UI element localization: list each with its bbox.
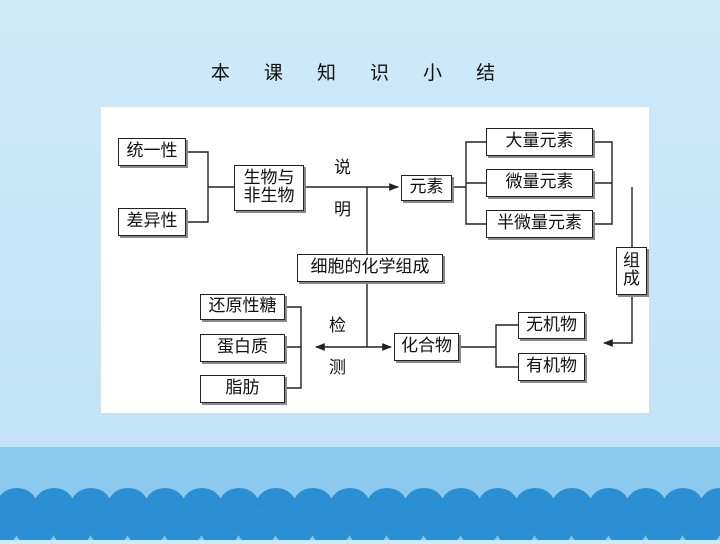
node-huanyuan: 还原性糖: [200, 294, 285, 320]
node-weiliang: 微量元素: [486, 169, 593, 197]
node-shengwu-line1: 生物与: [243, 168, 295, 189]
scallop-shape: [533, 512, 573, 544]
scallop-wave-decoration: [0, 488, 720, 544]
scallop-shape: [459, 512, 499, 544]
scallop-shape: [200, 512, 240, 544]
node-zucheng: 组 成: [616, 247, 647, 295]
node-zucheng-line2: 成: [623, 269, 640, 289]
scallop-shape: [385, 512, 425, 544]
label-shuo: 说: [334, 158, 351, 178]
node-shengwu-line2: 非生物: [243, 186, 295, 206]
node-youjiwu: 有机物: [518, 353, 585, 381]
label-ming: 明: [334, 200, 351, 220]
node-danbaizhi: 蛋白质: [200, 334, 285, 362]
node-huahewu: 化合物: [394, 333, 459, 361]
scallop-shape: [274, 512, 314, 544]
connector-detection: [285, 306, 302, 389]
decorative-footer: [0, 447, 720, 544]
connector-elements: [452, 141, 486, 225]
label-jian: 检: [329, 316, 346, 336]
concept-map-panel: 统一性 差异性 生物与 非生物 说 明 元素 大量元素 微量元素 半微量元素 组…: [101, 107, 649, 413]
scallop-shape: [348, 512, 388, 544]
scallop-shape: [52, 512, 92, 544]
scallop-shape: [0, 512, 18, 544]
scallop-shape: [496, 512, 536, 544]
node-zhifang: 脂肪: [200, 375, 285, 403]
connector-unity-diversity: [187, 151, 234, 223]
scallop-shape: [570, 512, 610, 544]
scallop-shape: [237, 512, 277, 544]
node-tongyixing: 统一性: [118, 138, 186, 166]
node-wujiwu: 无机物: [518, 312, 585, 339]
label-ce: 测: [329, 358, 346, 378]
node-chayixing: 差异性: [118, 208, 186, 236]
node-yuansu: 元素: [401, 175, 452, 201]
scallop-shape: [681, 512, 720, 544]
scallop-shape: [163, 512, 203, 544]
connector-compounds: [459, 324, 518, 368]
node-banweiliang: 半微量元素: [486, 210, 593, 238]
node-daliang: 大量元素: [486, 128, 593, 156]
scallop-shape: [89, 512, 129, 544]
scallop-shape: [311, 512, 351, 544]
node-shengwu-feishengwu: 生物与 非生物: [234, 165, 304, 211]
slide-title: 本 课 知 识 小 结: [210, 62, 510, 84]
scallop-shape: [607, 512, 647, 544]
node-zucheng-line1: 组: [623, 251, 640, 272]
scallop-shape: [422, 512, 462, 544]
connector-elements-right: [593, 141, 613, 225]
scallop-shape: [126, 512, 166, 544]
scallop-shape: [15, 512, 55, 544]
arrow-zucheng: [603, 295, 633, 347]
scallop-shape: [644, 512, 684, 544]
connector-lines: [187, 141, 633, 389]
node-center: 细胞的化学组成: [297, 254, 443, 282]
